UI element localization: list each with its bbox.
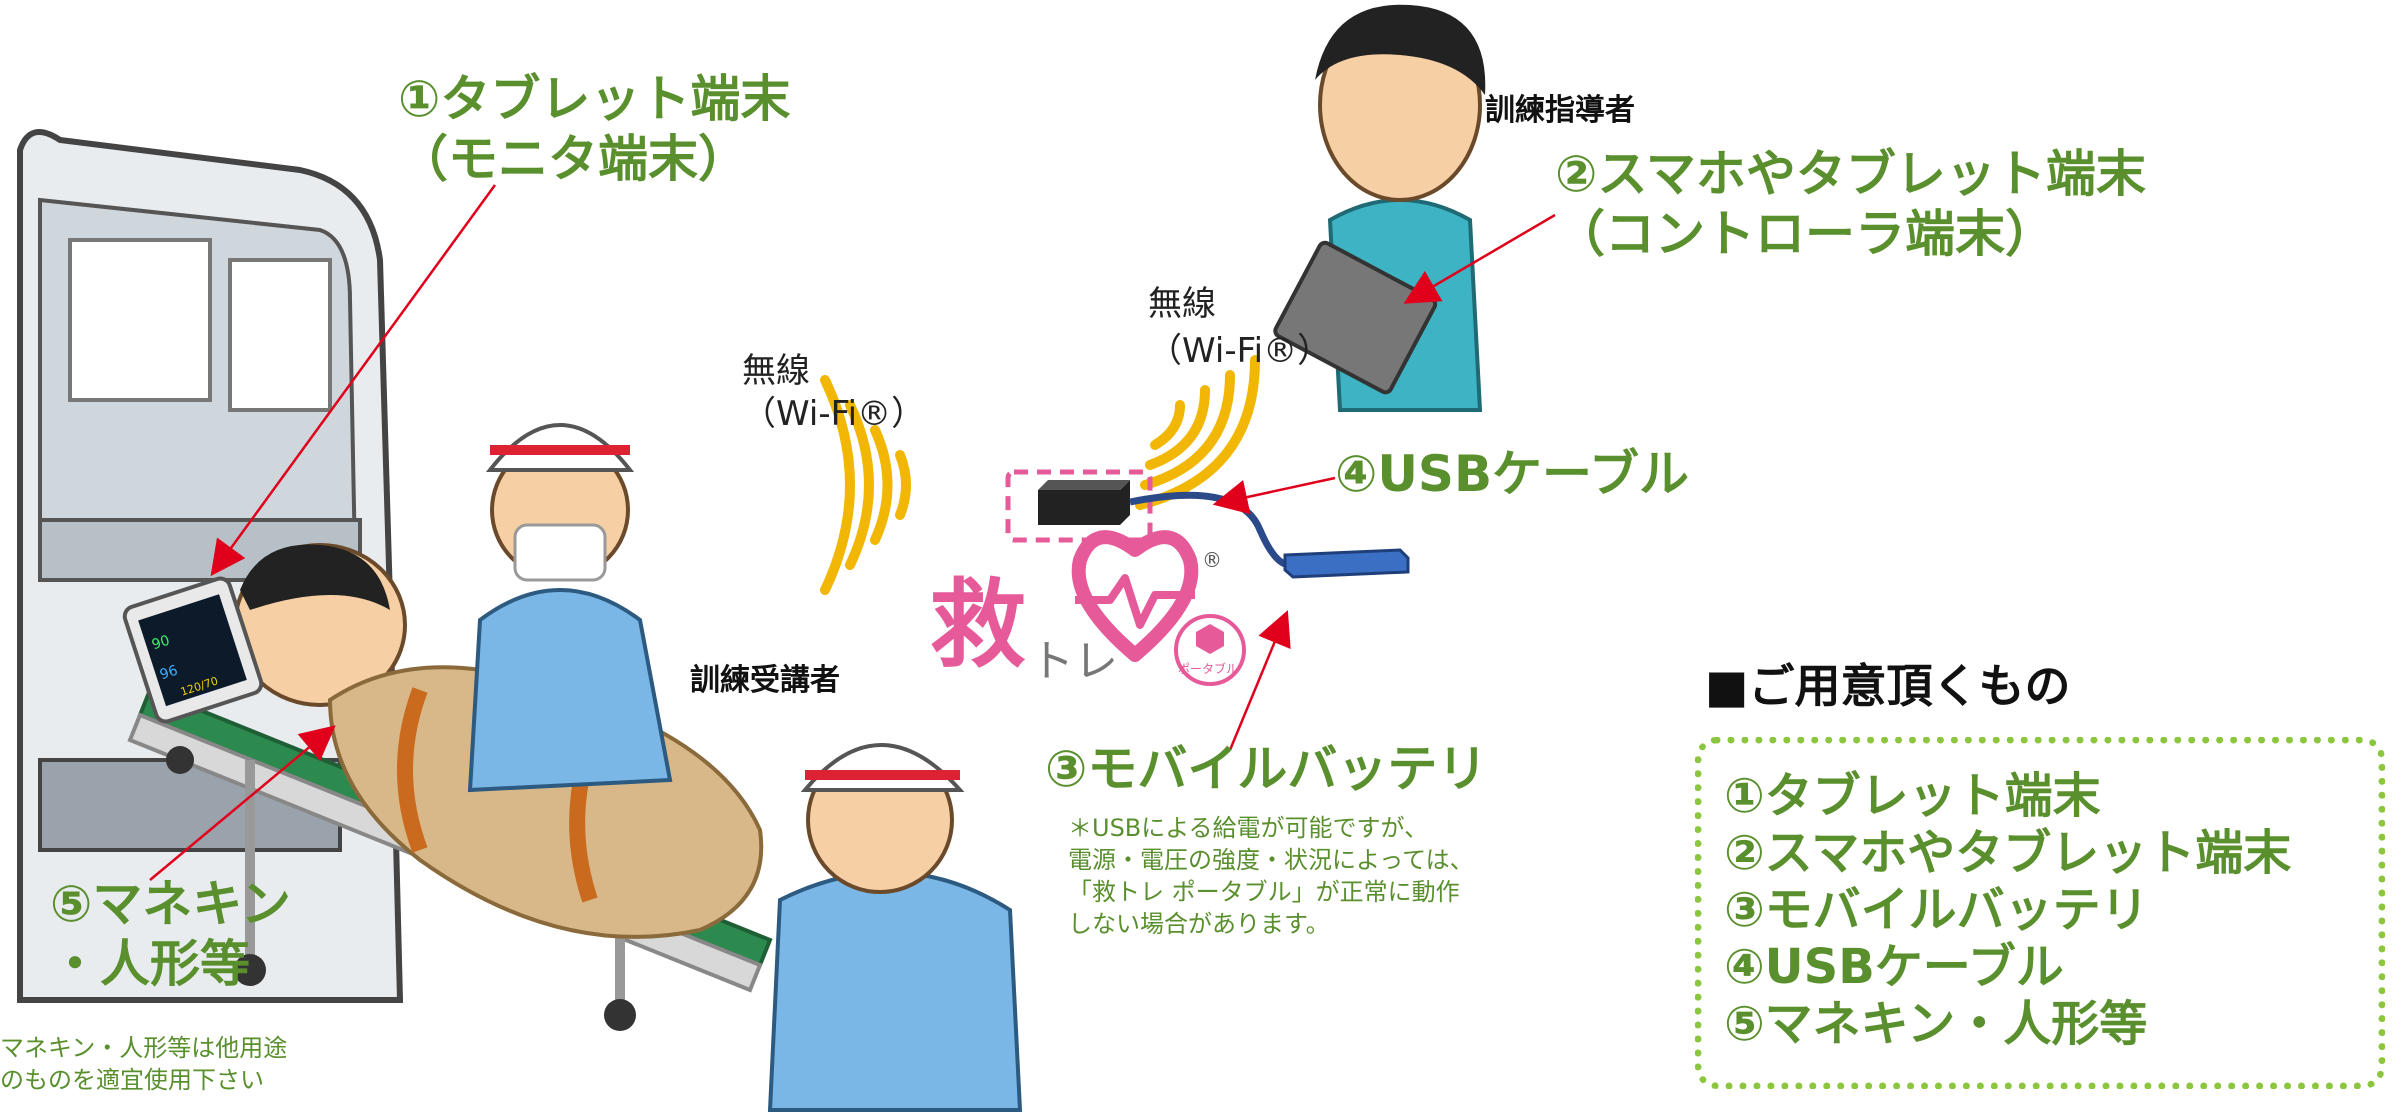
requirements-box: ①タブレット端末 ②スマホやタブレット端末 ③モバイルバッテリ ④USBケーブル… bbox=[1695, 737, 2385, 1089]
logo-registered: ® bbox=[1202, 548, 1222, 572]
battery-note-line: しない場合があります。 bbox=[1068, 910, 1330, 938]
label-controller: ②スマホやタブレット端末 bbox=[1555, 145, 2146, 203]
pointer-tablet bbox=[210, 184, 497, 577]
usb-cable-illustration bbox=[1129, 491, 1291, 569]
label-controller-sub: （コントローラ端末） bbox=[1555, 205, 2055, 263]
battery-note-line: ＊USBによる給電が可能ですが、 bbox=[1068, 814, 1429, 842]
requirements-item: ④USBケーブル bbox=[1724, 939, 2064, 995]
requirements-title: ■ご用意頂くもの bbox=[1705, 659, 2071, 713]
wireless-right-sub: （Wi-Fi®） bbox=[1148, 331, 1332, 371]
battery-highlight bbox=[1005, 469, 1153, 543]
trainee-figure-2 bbox=[767, 743, 1023, 1112]
logo-badge-text: ポータブル bbox=[1178, 662, 1239, 676]
mannequin-note-line: のものを適宜使用下さい bbox=[0, 1066, 264, 1094]
monitor-tablet-illustration bbox=[122, 576, 264, 724]
logo-kana: トレ bbox=[1030, 636, 1118, 687]
wireless-right-label: 無線 bbox=[1148, 284, 1216, 324]
mannequin-note: マネキン・人形等は他用途 のものを適宜使用下さい bbox=[0, 1032, 287, 1096]
wireless-left-sub: （Wi-Fi®） bbox=[742, 394, 926, 434]
pointer-controller bbox=[1403, 213, 1556, 304]
battery-note-line: 電源・電圧の強度・状況によっては、 bbox=[1068, 846, 1474, 874]
wifi-icon-right bbox=[1135, 355, 1260, 510]
mobile-battery-illustration bbox=[1038, 480, 1130, 525]
label-battery: ③モバイルバッテリ bbox=[1045, 740, 1488, 798]
label-mannequin: ⑤マネキン bbox=[50, 875, 291, 933]
trainee-figure-1 bbox=[467, 423, 673, 793]
requirements-item: ②スマホやタブレット端末 bbox=[1724, 825, 2292, 881]
requirements-item: ①タブレット端末 bbox=[1724, 768, 2101, 824]
logo-kanji: 救 bbox=[930, 569, 1026, 681]
label-usb-cable: ④USBケーブル bbox=[1335, 445, 1690, 503]
pointer-mannequin bbox=[149, 725, 336, 881]
label-trainee: 訓練受講者 bbox=[690, 663, 840, 698]
label-instructor: 訓練指導者 bbox=[1485, 93, 1635, 128]
label-mannequin-sub: ・人形等 bbox=[50, 935, 250, 993]
wifi-icon-left bbox=[820, 375, 911, 595]
label-tablet-monitor: ①タブレット端末 bbox=[398, 70, 791, 128]
label-tablet-monitor-sub: （モニタ端末） bbox=[398, 130, 748, 188]
mannequin-note-line: マネキン・人形等は他用途 bbox=[0, 1034, 288, 1062]
battery-note-line: 「救トレ ポータブル」が正常に動作 bbox=[1068, 878, 1460, 906]
logo-badge-icon bbox=[1174, 614, 1246, 686]
requirements-item: ③モバイルバッテリ bbox=[1724, 882, 2149, 938]
pointer-usb bbox=[1212, 476, 1336, 515]
instructor-figure bbox=[1273, 4, 1486, 412]
battery-note: ＊USBによる給電が可能ですが、 電源・電圧の強度・状況によっては、 「救トレ … bbox=[1068, 812, 1474, 940]
wireless-left-label: 無線 bbox=[742, 351, 810, 391]
ambulance-illustration bbox=[17, 129, 404, 1003]
pointer-battery bbox=[1228, 610, 1291, 751]
requirements-item: ⑤マネキン・人形等 bbox=[1724, 996, 2148, 1052]
usb-connector-illustration bbox=[1283, 548, 1410, 579]
requirements-list: ①タブレット端末 ②スマホやタブレット端末 ③モバイルバッテリ ④USBケーブル… bbox=[1724, 768, 2291, 1053]
logo-heart-icon bbox=[1071, 530, 1199, 662]
